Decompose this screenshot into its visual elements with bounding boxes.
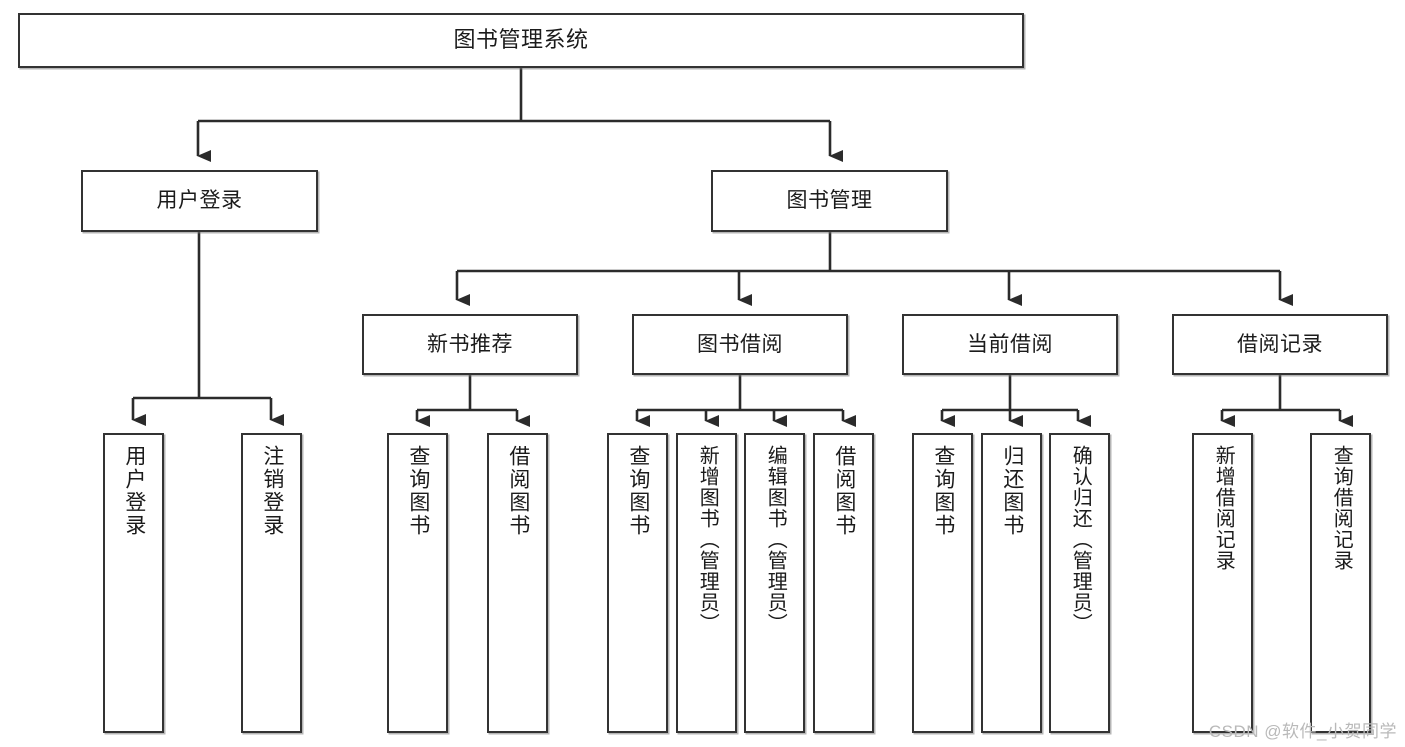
node-book-borrow[interactable]: 图书借阅 xyxy=(632,314,848,375)
node-label: 图书管理 xyxy=(786,189,873,213)
node-label: 编辑图书（管理员） xyxy=(764,445,787,634)
leaf-query-book-1[interactable]: 查询图书 xyxy=(387,433,448,733)
node-label: 查询图书 xyxy=(626,445,650,537)
leaf-user-login[interactable]: 用户登录 xyxy=(103,433,164,733)
node-label: 新增图书（管理员） xyxy=(696,445,719,634)
node-new-book-recommend[interactable]: 新书推荐 xyxy=(362,314,578,375)
leaf-query-book-2[interactable]: 查询图书 xyxy=(607,433,668,733)
node-label: 用户登录 xyxy=(122,445,146,537)
node-label: 借阅记录 xyxy=(1237,332,1323,356)
node-label: 借阅图书 xyxy=(832,445,856,537)
node-borrow-record[interactable]: 借阅记录 xyxy=(1172,314,1388,375)
node-label: 图书借阅 xyxy=(697,332,783,356)
leaf-edit-book[interactable]: 编辑图书（管理员） xyxy=(744,433,805,733)
node-label: 借阅图书 xyxy=(506,445,530,537)
leaf-borrow-book-2[interactable]: 借阅图书 xyxy=(813,433,874,733)
leaf-logout[interactable]: 注销登录 xyxy=(241,433,302,733)
node-label: 查询借阅记录 xyxy=(1330,445,1353,571)
leaf-query-book-3[interactable]: 查询图书 xyxy=(912,433,973,733)
node-root-system[interactable]: 图书管理系统 xyxy=(18,13,1024,68)
node-label: 用户登录 xyxy=(156,189,243,213)
node-label: 注销登录 xyxy=(260,445,284,537)
node-label: 新书推荐 xyxy=(427,332,513,356)
node-label: 查询图书 xyxy=(406,445,430,537)
node-label: 查询图书 xyxy=(931,445,955,537)
node-current-borrow[interactable]: 当前借阅 xyxy=(902,314,1118,375)
leaf-add-book[interactable]: 新增图书（管理员） xyxy=(676,433,737,733)
node-label: 图书管理系统 xyxy=(453,27,589,53)
node-label: 新增借阅记录 xyxy=(1212,445,1235,571)
node-label: 当前借阅 xyxy=(967,332,1053,356)
leaf-add-record[interactable]: 新增借阅记录 xyxy=(1192,433,1253,733)
leaf-query-record[interactable]: 查询借阅记录 xyxy=(1310,433,1371,733)
leaf-confirm-return[interactable]: 确认归还（管理员） xyxy=(1049,433,1110,733)
node-label: 确认归还（管理员） xyxy=(1069,445,1092,634)
node-label: 归还图书 xyxy=(1000,445,1024,537)
node-user-login[interactable]: 用户登录 xyxy=(81,170,318,232)
leaf-return-book[interactable]: 归还图书 xyxy=(981,433,1042,733)
leaf-borrow-book-1[interactable]: 借阅图书 xyxy=(487,433,548,733)
csdn-watermark: CSDN @软件_小贺同学 xyxy=(1208,722,1397,741)
node-book-manage[interactable]: 图书管理 xyxy=(711,170,948,232)
